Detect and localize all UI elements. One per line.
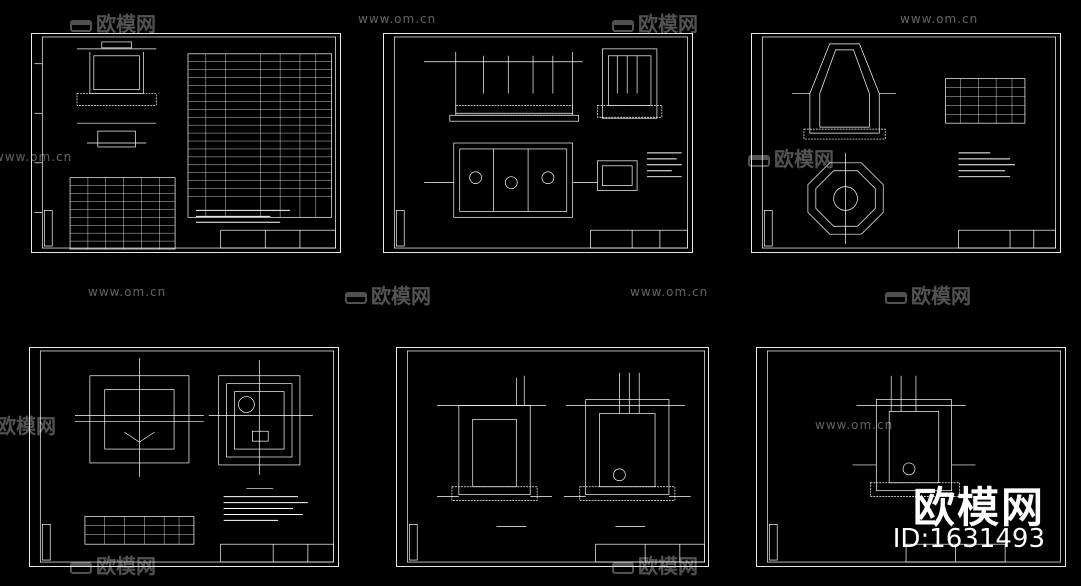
sheet-6-drawing <box>766 350 1061 563</box>
watermark-brand: 欧模网 <box>0 410 56 439</box>
sheet-3-drawing <box>761 36 1056 249</box>
watermark-url: www.om.cn <box>88 285 167 299</box>
watermark-brand-text: 欧模网 <box>774 147 834 171</box>
drawing-sheet-6[interactable] <box>756 347 1066 567</box>
sofa-logo-icon <box>612 561 634 574</box>
sofa-logo-icon <box>748 154 770 167</box>
watermark-brand: 欧模网 <box>345 280 431 309</box>
watermark-url: www.om.cn <box>630 285 709 299</box>
watermark-brand: 欧模网 <box>748 143 834 172</box>
sofa-logo-icon <box>612 19 634 32</box>
watermark-brand: 欧模网 <box>885 280 971 309</box>
sheet-1-drawing <box>34 36 336 250</box>
drawing-sheet-2[interactable] <box>383 33 693 253</box>
watermark-url: www.om.cn <box>0 150 73 164</box>
watermark-url: www.om.cn <box>815 418 894 432</box>
sofa-logo-icon <box>885 291 907 304</box>
watermark-brand: 欧模网 <box>612 8 698 37</box>
watermark-brand-text: 欧模网 <box>638 12 698 36</box>
drawing-sheet-5[interactable] <box>396 347 709 567</box>
watermark-url: www.om.cn <box>900 12 979 26</box>
sheet-2-drawing <box>393 36 688 249</box>
sheet-5-drawing <box>406 350 705 563</box>
drawing-sheet-4[interactable] <box>29 347 339 567</box>
sofa-logo-icon <box>70 19 92 32</box>
watermark-url: www.om.cn <box>358 12 437 26</box>
watermark-brand-text: 欧模网 <box>911 284 971 308</box>
asset-id-label: ID:1631493 <box>892 524 1045 554</box>
drawing-sheet-1[interactable] <box>31 33 341 253</box>
watermark-brand: 欧模网 <box>70 8 156 37</box>
drawing-sheet-3[interactable] <box>751 33 1061 253</box>
sofa-logo-icon <box>345 291 367 304</box>
sheet-4-drawing <box>39 350 334 563</box>
watermark-brand-text: 欧模网 <box>371 284 431 308</box>
sofa-logo-icon <box>70 561 92 574</box>
brand-logo-text: 欧模网 <box>912 483 1045 532</box>
watermark-brand-text: 欧模网 <box>96 12 156 36</box>
watermark-brand-text: 欧模网 <box>0 414 56 438</box>
